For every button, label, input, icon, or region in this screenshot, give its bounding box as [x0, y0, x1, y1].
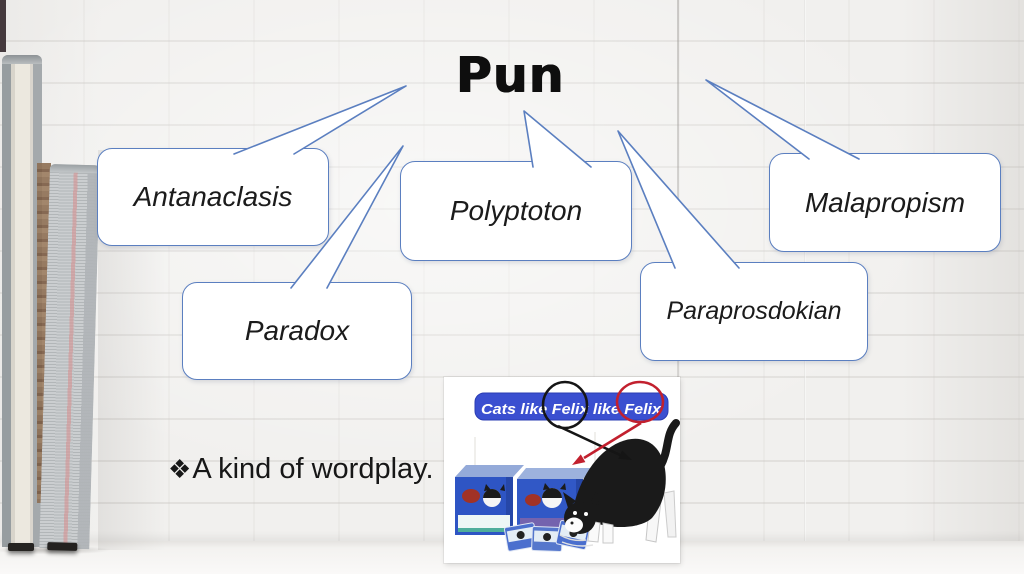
- red-circle-annotation: [615, 380, 665, 424]
- felix-ad-image: Cats like Felix like Felix: [444, 377, 680, 563]
- callout-label: Polyptoton: [449, 195, 583, 226]
- wordplay-note: ❖A kind of wordplay.: [168, 453, 434, 486]
- wordplay-note-text: A kind of wordplay.: [192, 453, 434, 485]
- book-spine-dark: [0, 0, 6, 52]
- callout-label: Antanaclasis: [133, 181, 293, 212]
- diamond-bullet-icon: ❖: [168, 454, 192, 484]
- callout-label: Malapropism: [804, 186, 966, 218]
- book-cream-pages: [2, 55, 42, 551]
- slide-title: Pun: [456, 47, 565, 104]
- callout-antanaclasis: Antanaclasis: [97, 148, 329, 246]
- books-stack: [0, 0, 183, 574]
- book-leaning-grey: [39, 164, 100, 550]
- callout-paradox: Paradox: [182, 282, 412, 380]
- callout-polyptoton: Polyptoton: [400, 161, 632, 261]
- felix-cat-illustration: [559, 419, 680, 547]
- callout-label: Paradox: [244, 315, 350, 346]
- callout-label: Paraprosdokian: [666, 297, 842, 325]
- black-arrow-annotation: [557, 424, 632, 460]
- felix-ad-graphic: Cats like Felix like Felix: [444, 377, 680, 563]
- red-arrow-annotation: [572, 421, 642, 465]
- ad-caption-text: Cats like Felix like Felix: [481, 401, 662, 418]
- callout-paraprosdokian: Paraprosdokian: [640, 262, 868, 361]
- callout-malapropism: Malapropism: [769, 153, 1001, 252]
